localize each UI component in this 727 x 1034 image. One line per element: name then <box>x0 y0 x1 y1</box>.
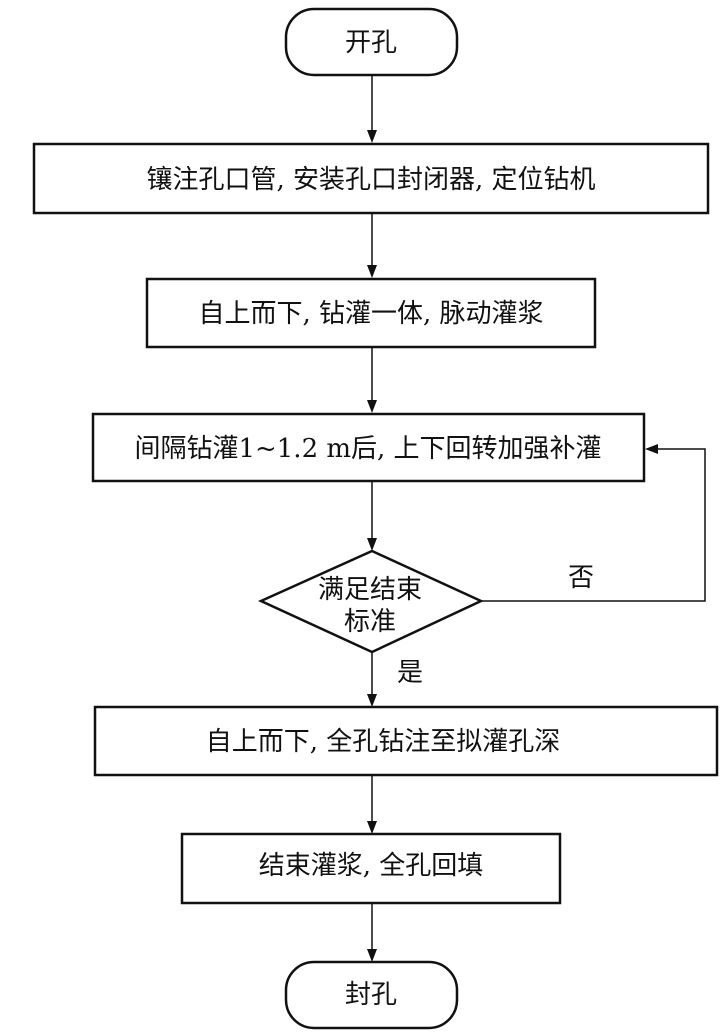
branch-label-yes: 是 <box>397 658 423 688</box>
step-label: 间隔钻灌1~1.2 m后, 上下回转加强补灌 <box>134 434 601 464</box>
arrowhead-icon <box>367 949 377 962</box>
start-terminal: 开孔 <box>284 7 459 77</box>
arrowhead-icon <box>645 444 658 454</box>
decision-diamond: 满足结束 标准 <box>257 549 484 654</box>
start-label: 开孔 <box>345 28 397 58</box>
step-label: 自上而下, 钻灌一体, 脉动灌浆 <box>198 299 543 329</box>
process-step-2: 自上而下, 钻灌一体, 脉动灌浆 <box>145 277 597 349</box>
end-terminal: 封孔 <box>284 960 459 1030</box>
step-label: 结束灌浆, 全孔回填 <box>259 851 484 881</box>
decision-label-line2: 标准 <box>344 607 396 637</box>
process-step-5: 结束灌浆, 全孔回填 <box>180 832 562 905</box>
arrowhead-icon <box>367 694 377 707</box>
arrowhead-icon <box>367 400 377 413</box>
arrowhead-icon <box>367 821 377 834</box>
step-label: 镶注孔口管, 安装孔口封闭器, 定位钻机 <box>146 165 595 195</box>
arrowhead-icon <box>367 130 377 143</box>
branch-label-no: 否 <box>568 563 594 593</box>
process-step-3: 间隔钻灌1~1.2 m后, 上下回转加强补灌 <box>91 412 646 483</box>
arrowhead-icon <box>367 265 377 278</box>
arrowhead-icon <box>367 538 377 551</box>
process-step-4: 自上而下, 全孔钻注至拟灌孔深 <box>93 705 719 777</box>
connector-decision-no-loop <box>481 448 706 602</box>
decision-label-line1: 满足结束 <box>318 575 422 605</box>
connectors <box>367 75 706 962</box>
end-label: 封孔 <box>345 980 397 1010</box>
process-step-1: 镶注孔口管, 安装孔口封闭器, 定位钻机 <box>32 142 710 215</box>
step-label: 自上而下, 全孔钻注至拟灌孔深 <box>206 727 561 757</box>
